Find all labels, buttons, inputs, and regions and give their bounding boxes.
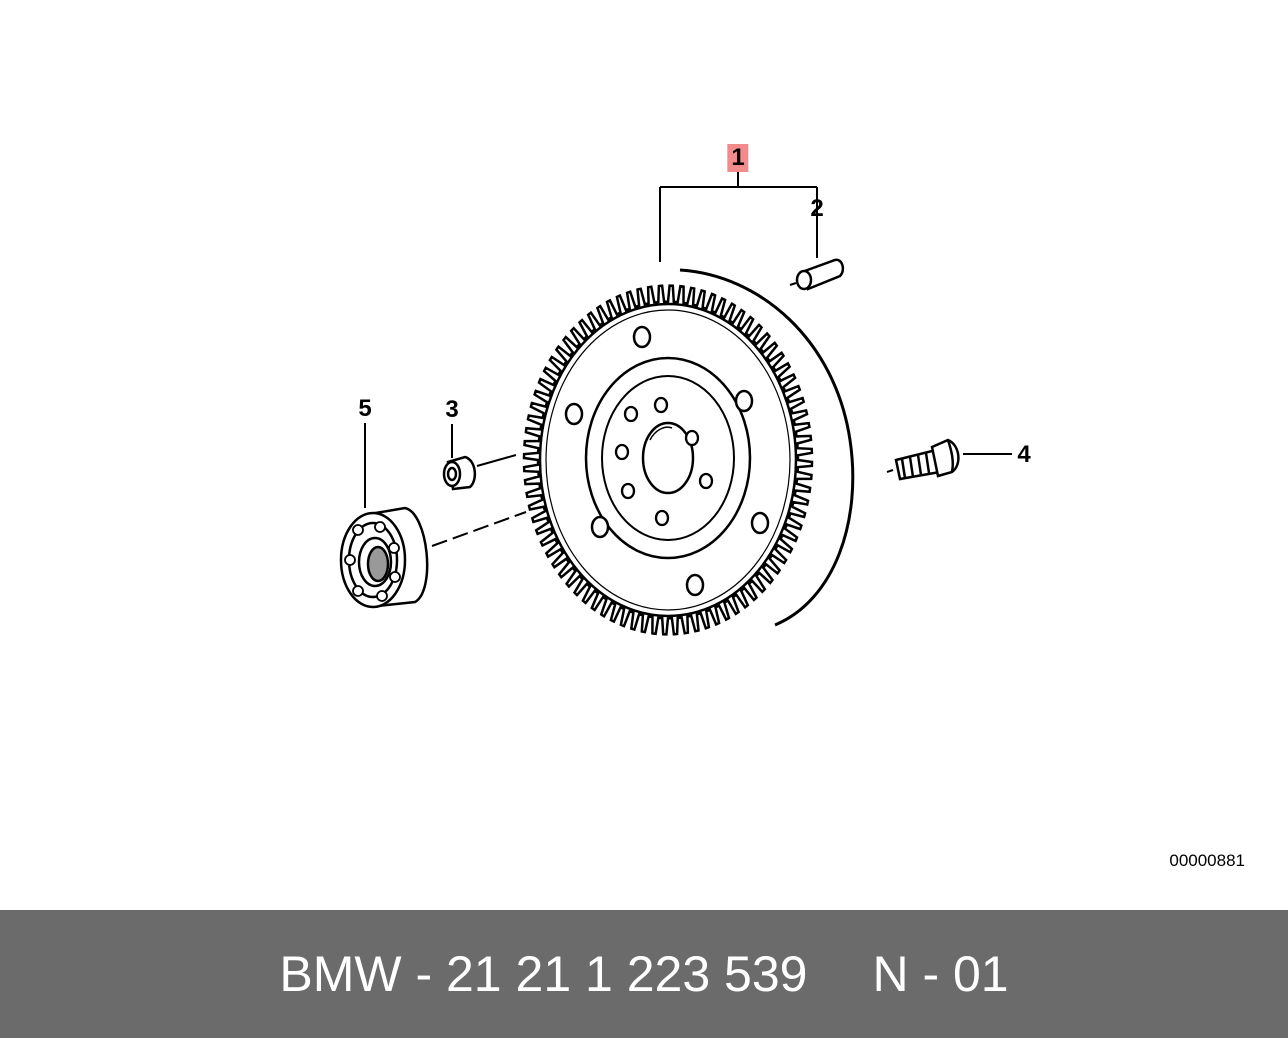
bearing-balls (344, 521, 401, 602)
flywheel-face-outer (538, 302, 798, 618)
diagram-number: 00000881 (1169, 851, 1245, 870)
callout-5[interactable]: 5 (358, 395, 372, 422)
footer-bar: BMW - 21 21 1 223 539 N - 01 (0, 910, 1288, 1038)
flywheel-bore (641, 421, 695, 495)
parts-diagram: 1 2 3 4 5 00000881 (339, 144, 1245, 870)
leader-lines (364, 172, 1012, 547)
outer-bolt-holes (564, 325, 770, 597)
flywheel (522, 268, 855, 636)
callout-3[interactable]: 3 (445, 396, 459, 423)
callout-1[interactable]: 1 (727, 144, 749, 172)
flywheel-teeth (522, 284, 814, 636)
callout-4[interactable]: 4 (1017, 441, 1031, 468)
flywheel-face-inner (545, 309, 791, 611)
flywheel-bore-shade (649, 426, 673, 441)
ball-bearing (339, 506, 429, 609)
flywheel-rim-back (679, 268, 855, 627)
flywheel-hub-ring-outer (584, 356, 752, 560)
bolt (894, 438, 960, 481)
part-number: BMW - 21 21 1 223 539 (279, 946, 808, 1002)
callout-2[interactable]: 2 (810, 195, 824, 222)
dowel-pin (795, 258, 845, 291)
sleeve (442, 455, 477, 491)
footer-text: BMW - 21 21 1 223 539 N - 01 (0, 910, 1288, 1038)
inner-bolt-holes (614, 396, 714, 527)
flywheel-hub-ring-inner (601, 375, 735, 541)
position-code: N - 01 (872, 946, 1009, 1002)
